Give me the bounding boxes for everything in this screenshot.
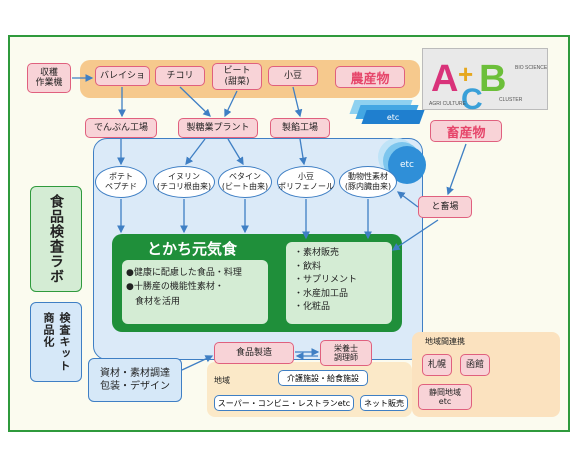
- harvest-machine-box: 収穫 作業機: [27, 63, 71, 93]
- genki-item-local: ●十勝産の機能性素材・ 食材を活用: [126, 282, 224, 307]
- city-sapporo: 札幌: [422, 354, 452, 376]
- sales-list: ・素材販売 ・飲料 ・サプリメント ・水産加工品 ・化粧品: [286, 242, 392, 324]
- crop-beet: ビート (甜菜): [212, 63, 262, 90]
- food-inspection-lab: 食品検査ラボ: [30, 186, 82, 292]
- abc-logo: A + B C BIO SCIENCE AGRI CULTURE CLUSTER: [422, 48, 548, 116]
- material-inulin: イヌリン (チコリ根由来): [153, 166, 215, 198]
- nutritionist-cook: 栄養士 調理師: [320, 340, 372, 366]
- livestock-label: 畜産物: [430, 120, 502, 142]
- material-azuki-polyphenol: 小豆 ポリフェノール: [277, 166, 335, 198]
- city-shizuoka: 静岡地域 etc: [418, 384, 472, 410]
- svg-text:B: B: [479, 58, 506, 100]
- crop-chicory: チコリ: [155, 66, 205, 86]
- procurement-design-box: 資材・素材調達 包装・デザイン: [88, 358, 182, 402]
- starch-factory: でんぷん工場: [85, 118, 157, 138]
- test-kit-box: 検査キット 商品化: [30, 302, 82, 382]
- sales-item: ・水産加工品: [294, 288, 349, 299]
- food-manufacturing: 食品製造: [214, 342, 294, 364]
- sales-item: ・飲料: [294, 261, 322, 272]
- agri-products-label: 農産物: [335, 66, 405, 88]
- regional-collab-label: 地域間連携: [425, 337, 465, 346]
- svg-text:AGRI CULTURE: AGRI CULTURE: [429, 101, 467, 107]
- sugar-plant: 製糖業プラント: [178, 118, 258, 138]
- svg-text:A: A: [431, 58, 458, 100]
- retail-outlets: スーパー・コンビニ・レストランetc: [214, 395, 354, 411]
- sales-item: ・化粧品: [294, 302, 331, 312]
- svg-text:BIO SCIENCE: BIO SCIENCE: [515, 65, 548, 71]
- material-potato-peptide: ポテト ペプチド: [95, 166, 147, 198]
- svg-text:CLUSTER: CLUSTER: [499, 97, 523, 103]
- region-label: 地域: [214, 376, 230, 385]
- material-betaine: ベタイン (ビート由来): [218, 166, 272, 198]
- slaughterhouse: と畜場: [418, 196, 472, 218]
- material-animal: 動物性素材 (豚内臓由来): [339, 166, 397, 198]
- care-facilities: 介護施設・給食施設: [278, 370, 368, 386]
- abc-logo-icon: A + B C BIO SCIENCE AGRI CULTURE CLUSTER: [429, 58, 548, 116]
- svg-text:C: C: [461, 83, 483, 111]
- crop-potato: バレイショ: [95, 66, 150, 86]
- genki-food-title: とかち元気食: [146, 240, 237, 258]
- online-sales: ネット販売: [360, 395, 408, 411]
- sales-item: ・素材販売: [294, 248, 340, 258]
- genki-food-details: ●健康に配慮した食品・料理 ●十勝産の機能性素材・ 食材を活用: [122, 260, 268, 324]
- city-hakodate: 函館: [460, 354, 490, 376]
- bean-paste-factory: 製餡工場: [270, 118, 330, 138]
- svg-text:+: +: [458, 59, 473, 89]
- sales-item: ・サプリメント: [294, 275, 358, 285]
- crop-azuki: 小豆: [268, 66, 318, 86]
- genki-item-health: ●健康に配慮した食品・料理: [126, 268, 242, 278]
